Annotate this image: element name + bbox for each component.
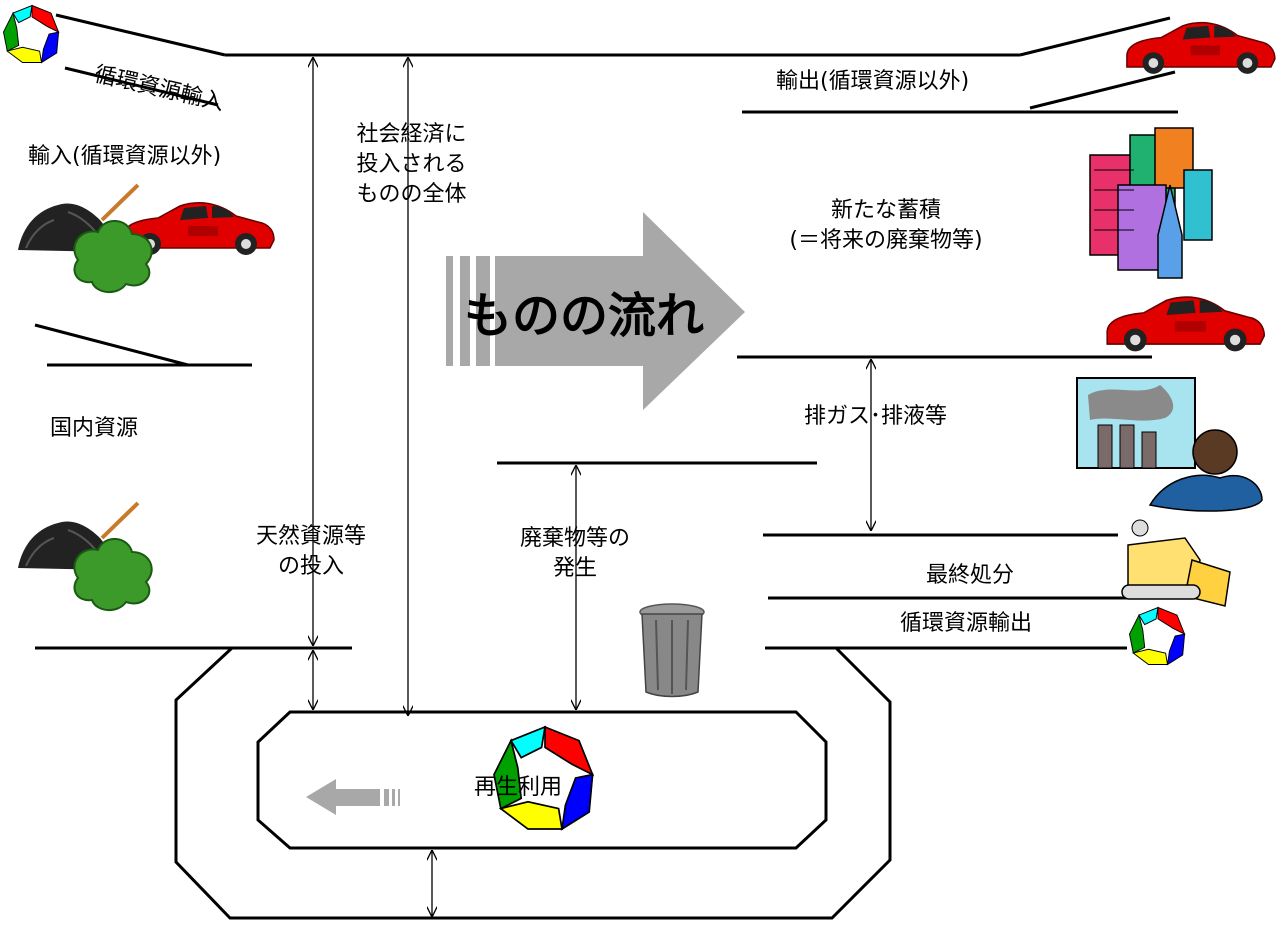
natural-input-label: 天然資源等 の投入	[255, 524, 366, 579]
coal-and-tree-icon	[16, 183, 154, 295]
import-other-label: 輸入(循環資源以外)	[28, 144, 222, 169]
recycle-icon	[3, 5, 60, 63]
factory-pollution-icon	[1076, 377, 1263, 512]
export-other-label: 輸出(循環資源以外)	[776, 69, 970, 94]
trash-can-icon	[639, 603, 705, 698]
recycled-export-label: 循環資源輸出	[900, 611, 1033, 636]
recycle-icon	[1129, 607, 1186, 665]
car-icon	[1126, 21, 1276, 75]
car-icon	[1106, 296, 1266, 353]
total-input-label: 社会経済に 投入される ものの全体	[356, 122, 467, 207]
final-disposal-label: 最終処分	[926, 563, 1015, 588]
bulldozer-icon	[1121, 519, 1231, 607]
recycling-label: 再生利用	[474, 775, 563, 800]
recycling-arrow	[306, 779, 400, 815]
new-stock-label: 新たな蓄積 (＝将来の廃棄物等)	[789, 198, 983, 253]
flow-arrow	[446, 212, 745, 410]
city-buildings-icon	[1089, 127, 1213, 279]
emissions-label: 排ガス･排液等	[804, 404, 948, 429]
coal-and-tree-icon	[16, 501, 154, 613]
domestic-resources-label: 国内資源	[50, 416, 139, 441]
flow-of-materials-label: ものの流れ	[464, 288, 705, 344]
waste-generation-label: 廃棄物等の 発生	[519, 526, 630, 581]
